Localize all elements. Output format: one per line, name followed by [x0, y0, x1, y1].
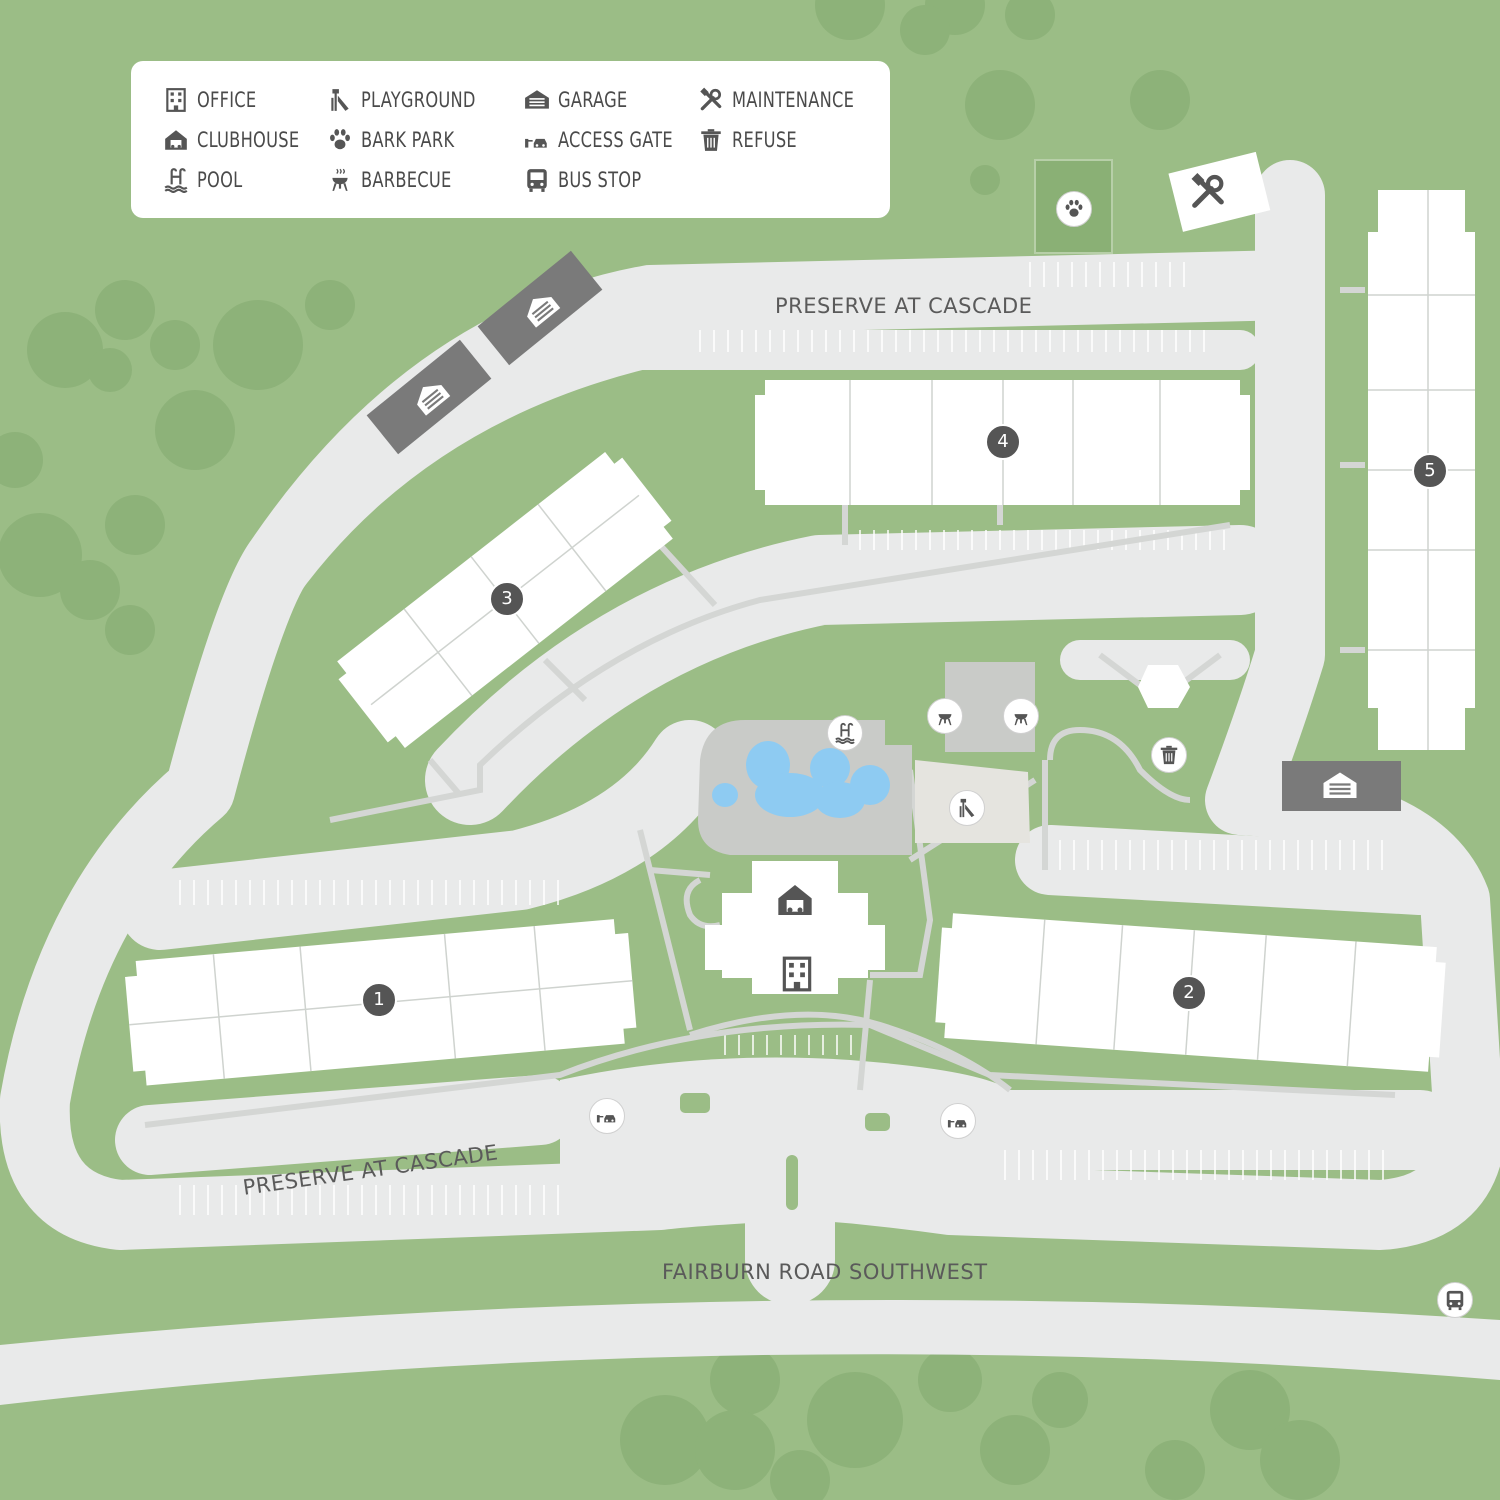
legend-label: BARBECUE [361, 168, 452, 192]
gazebo [1138, 665, 1190, 708]
legend-item-playground: PLAYGROUND [327, 85, 494, 115]
building-4-number: 4 [985, 424, 1021, 460]
garage-icon [1323, 772, 1357, 798]
legend-label: BUS STOP [558, 168, 642, 192]
access-gate-icon [525, 138, 547, 148]
clubhouse-icon [165, 130, 187, 150]
barbecue-icon [1014, 714, 1028, 726]
garage-marker-1[interactable] [407, 373, 455, 421]
playground-icon [959, 798, 975, 818]
legend-item-bark-park: BARK PARK [327, 125, 470, 155]
legend-label: GARAGE [558, 88, 628, 112]
garage-icon [525, 90, 549, 109]
office-icon [166, 88, 186, 112]
building-1-number: 1 [361, 982, 397, 1018]
legend-label: PLAYGROUND [361, 88, 476, 112]
access-gate-icon [947, 1120, 967, 1128]
barbecue-marker-2[interactable] [1003, 698, 1039, 734]
pool-icon [835, 722, 855, 744]
fairburn-road [0, 1300, 1500, 1405]
garage-icon [527, 296, 561, 328]
legend-label: POOL [197, 168, 243, 192]
maintenance-icon [1191, 173, 1224, 208]
access-gate-marker-1[interactable] [589, 1098, 625, 1134]
legend-item-access-gate: ACCESS GATE [524, 125, 692, 155]
playground-marker[interactable] [949, 790, 985, 826]
legend-label: OFFICE [197, 88, 257, 112]
clubhouse-building [705, 861, 885, 994]
legend-item-clubhouse: CLUBHOUSE [163, 125, 316, 155]
access-gate-marker-2[interactable] [940, 1103, 976, 1139]
street-label-north: PRESERVE AT CASCADE [775, 294, 1033, 318]
legend-item-maintenance: MAINTENANCE [698, 85, 874, 115]
legend-item-refuse: REFUSE [698, 125, 808, 155]
paw-icon [1065, 199, 1083, 217]
refuse-marker[interactable] [1151, 737, 1187, 773]
access-gate-icon [596, 1115, 616, 1123]
building-2-number: 2 [1171, 975, 1207, 1011]
medians [680, 1093, 890, 1210]
bus-icon [1446, 1290, 1464, 1311]
barbecue-marker-1[interactable] [927, 698, 963, 734]
clubhouse-icon [778, 885, 812, 915]
building-3-number: 3 [489, 581, 525, 617]
building-5-number: 5 [1412, 453, 1448, 489]
tree-clusters [0, 0, 1340, 1500]
trash-icon [1160, 745, 1178, 765]
office-icon [782, 956, 812, 992]
garage-marker-2[interactable] [517, 285, 565, 333]
clubhouse-marker[interactable] [775, 880, 815, 920]
bark-park-marker[interactable] [1056, 191, 1092, 227]
trash-icon [701, 129, 721, 151]
playground-icon [331, 89, 349, 111]
legend-label: CLUBHOUSE [197, 128, 300, 152]
map-legend: OFFICE CLUBHOUSE POOL PLAYGROUND BARK PA… [131, 61, 890, 218]
pool-water [712, 741, 890, 818]
legend-item-pool: POOL [163, 165, 250, 195]
legend-label: ACCESS GATE [558, 128, 673, 152]
bus-icon [527, 169, 547, 192]
pool-icon [164, 168, 188, 193]
legend-label: BARK PARK [361, 128, 455, 152]
entrance-plaza [560, 1057, 1010, 1200]
garage-marker-3[interactable] [1322, 768, 1358, 804]
barbecue-icon [332, 168, 348, 191]
street-label-fairburn: FAIRBURN ROAD SOUTHWEST [662, 1260, 988, 1284]
legend-item-barbecue: BARBECUE [327, 165, 466, 195]
bus-stop-marker[interactable] [1437, 1282, 1473, 1318]
pool-marker[interactable] [827, 715, 863, 751]
barbecue-icon [938, 714, 952, 726]
legend-item-office: OFFICE [163, 85, 266, 115]
legend-label: MAINTENANCE [732, 88, 855, 112]
maintenance-icon [700, 87, 722, 111]
garage-icon [417, 384, 451, 416]
legend-item-bus-stop: BUS STOP [524, 165, 655, 195]
maintenance-marker[interactable] [1188, 172, 1228, 212]
maintenance-building [1168, 151, 1271, 232]
legend-item-garage: GARAGE [524, 85, 639, 115]
walkways [144, 287, 1396, 1128]
office-marker[interactable] [778, 955, 816, 993]
paw-icon [330, 129, 350, 150]
legend-label: REFUSE [732, 128, 797, 152]
